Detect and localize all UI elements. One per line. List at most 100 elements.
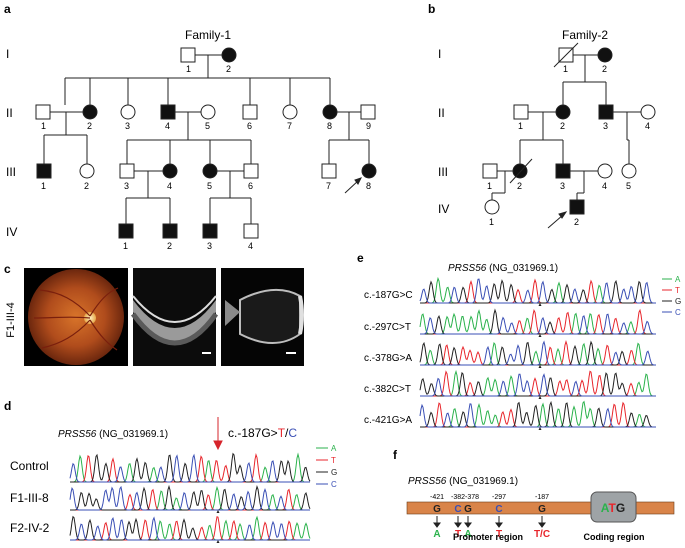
variant-marker — [538, 396, 542, 399]
f2-III-5-female — [621, 163, 637, 179]
deceased-slash — [509, 158, 533, 184]
row-label-421: c.-421G>A — [364, 415, 412, 426]
panel-d-letter: d — [4, 399, 11, 413]
f2-IV-1-female — [484, 199, 500, 215]
chromatogram-trace — [420, 313, 656, 335]
f1-II-5-num: 5 — [205, 121, 210, 131]
variant-slash: / — [285, 426, 289, 440]
chromatogram-e-421 — [419, 400, 656, 430]
chromatogram-e-378 — [419, 340, 656, 368]
mutation-arrows — [433, 516, 546, 528]
panel-d-gene-header: PRSS56 (NG_031969.1) — [58, 429, 168, 440]
gen-label-I: I — [438, 47, 441, 61]
atg-a: A — [601, 501, 610, 515]
f2-proband-arrow — [547, 211, 568, 229]
f1-II-1-male — [35, 104, 51, 120]
chromatogram-e-297 — [419, 308, 656, 337]
alt-378: A — [464, 529, 471, 540]
variant-marker — [538, 303, 542, 306]
chromatogram-d-f2-iv-2 — [69, 515, 311, 543]
f1-II-8-num: 8 — [327, 121, 332, 131]
f1-II-9-num: 9 — [366, 121, 371, 131]
variant-marker — [216, 540, 220, 543]
f1-II-3-num: 3 — [125, 121, 130, 131]
f2-III-2-deceased-affected-female — [512, 163, 528, 179]
row-label-187: c.-187G>C — [364, 290, 413, 301]
oct-choroid — [130, 312, 219, 346]
f1-II-1-num: 1 — [41, 121, 46, 131]
ref-378: G — [464, 504, 472, 515]
alt-421: A — [433, 529, 440, 540]
family-2-title: Family-2 — [562, 28, 608, 42]
f2-I-2-num: 2 — [602, 64, 607, 74]
chromatogram-trace — [420, 373, 656, 397]
pos-297: -297 — [492, 494, 506, 501]
chromatogram-trace — [70, 516, 310, 541]
panel-d: d PRSS56 (NG_031969.1) c.-187G>T/C A T G… — [4, 399, 337, 543]
atg-t: T — [609, 501, 617, 515]
f1-III-2-female — [79, 163, 95, 179]
f1-III-1-affected-male — [36, 163, 52, 179]
family-1-title: Family-1 — [185, 28, 231, 42]
gen-label-II: II — [6, 106, 13, 120]
f2-II-4-num: 4 — [645, 121, 650, 131]
gen-label-III: III — [438, 165, 448, 179]
f2-II-1-num: 1 — [518, 121, 523, 131]
f1-III-3-num: 3 — [124, 181, 129, 191]
panel-b: b Family-2 I II III IV — [428, 2, 656, 229]
chromatogram-trace — [69, 453, 310, 483]
f1-II-8-affected-female — [322, 104, 338, 120]
f1-II-5-female — [200, 104, 216, 120]
ref-382: C — [454, 504, 461, 515]
gen-label-IV: IV — [6, 225, 17, 239]
variant-label: c.-187G>T/C — [228, 426, 297, 440]
f2-IV-1-num: 1 — [489, 217, 494, 227]
chromatogram-trace — [69, 515, 310, 541]
f1-III-4-num: 4 — [167, 181, 172, 191]
alt-187: T/C — [534, 529, 550, 540]
f1-II-2-affected-female — [82, 104, 98, 120]
f1-III-7-num: 7 — [326, 181, 331, 191]
bscan-wall-echo — [298, 295, 304, 335]
f1-I-2-num: 2 — [226, 64, 231, 74]
f1-III-8-num: 8 — [366, 181, 371, 191]
pos-187: -187 — [535, 494, 549, 501]
panel-f-letter: f — [393, 448, 398, 462]
gene-name: PRSS56 — [58, 429, 97, 440]
row-label-f1-iii-8: F1-III-8 — [10, 491, 49, 505]
f1-IV-2-num: 2 — [167, 241, 172, 251]
chromatogram-e-382 — [419, 369, 656, 399]
f2-II-3-affected-male — [598, 104, 614, 120]
pedigree-lines — [491, 54, 641, 200]
f1-IV-2-affected-male — [162, 223, 178, 239]
row-label-382: c.-382C>T — [364, 384, 411, 395]
f1-I-1-num: 1 — [186, 64, 191, 74]
f1-II-7-female — [282, 104, 298, 120]
f1-II-2-num: 2 — [87, 121, 92, 131]
f1-III-5-num: 5 — [207, 181, 212, 191]
pos-421: -421 — [430, 494, 444, 501]
gen-label-III: III — [6, 165, 16, 179]
f1-III-8-affected-female — [361, 163, 377, 179]
legend-G: G — [675, 297, 681, 306]
accession: (NG_031969.1) — [446, 476, 518, 487]
f1-III-4-affected-female — [162, 163, 178, 179]
variant-arrow — [213, 417, 223, 451]
f1-II-3-female — [120, 104, 136, 120]
variant-t: T — [278, 426, 286, 440]
chromatogram-trace — [69, 485, 310, 511]
bscan-globe-echo — [239, 288, 301, 344]
pos-378: -378 — [465, 494, 479, 501]
pedigree-lines — [43, 54, 370, 224]
f2-II-2-num: 2 — [560, 121, 565, 131]
alt-382: T — [455, 529, 461, 540]
chromatogram-trace — [419, 278, 656, 304]
variant-marker — [538, 427, 542, 430]
variant-marker — [538, 365, 542, 368]
panel-c-side-label: F1-III-4 — [5, 302, 17, 337]
f2-III-3-affected-male — [555, 163, 571, 179]
f2-III-2-num: 2 — [517, 181, 522, 191]
variant-marker — [216, 510, 220, 513]
legend-C: C — [675, 308, 681, 317]
